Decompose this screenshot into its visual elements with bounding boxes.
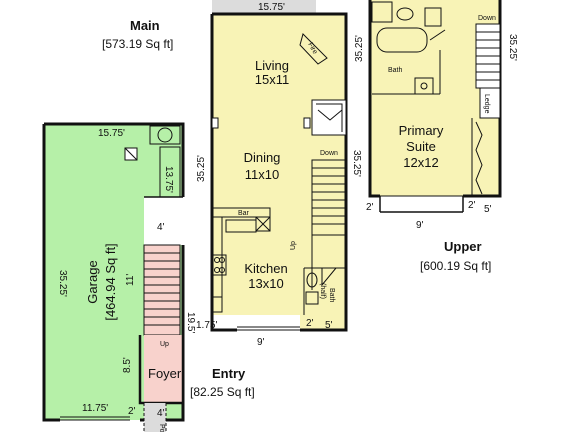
entry-area: [82.25 Sq ft]: [190, 385, 255, 399]
main-section: Down Up Bar Bath (half) Living 15x11 Di: [102, 0, 362, 348]
living-label: Living: [255, 58, 289, 73]
main-top-dim: 15.75': [258, 2, 285, 13]
upper-right-dim: 35.25': [507, 34, 518, 61]
door-icon: [124, 147, 138, 161]
upper-br1-dim: 2': [468, 200, 476, 211]
main-stairs: [311, 99, 347, 290]
upper-left-dim: 35.25': [354, 35, 365, 62]
dining-size: 11x10: [245, 167, 279, 182]
suite-label-1: Primary: [399, 123, 444, 138]
entry-title: Entry: [212, 366, 246, 381]
bath-label: Bath: [328, 288, 335, 303]
garage-bottom-gap-dim: 2': [128, 406, 136, 417]
garage-area: [464.94 Sq ft]: [103, 243, 118, 320]
upper-area: [600.19 Sq ft]: [420, 259, 491, 273]
upper-floor-fill: [370, 0, 500, 196]
upper-bath-label: Bath: [388, 67, 403, 74]
main-up-label: Up: [290, 241, 297, 250]
kitchen-fixtures: [211, 207, 271, 313]
main-area: [573.19 Sq ft]: [102, 37, 173, 51]
upper-down-label: Down: [478, 15, 496, 22]
bath-width-dim: 5': [325, 320, 333, 331]
garage-notch-dim: 13.75': [163, 166, 174, 193]
garage-stairs: [143, 244, 181, 336]
main-bl-dim: 1.75': [196, 320, 217, 331]
upper-br2-dim: 5': [484, 204, 492, 215]
dining-label: Dining: [244, 150, 281, 165]
bar-label: Bar: [238, 210, 250, 217]
kitchen-size: 13x10: [248, 276, 283, 291]
upper-bottom-dim: 9': [416, 220, 424, 231]
garage-top-dim: 15.75': [98, 128, 125, 139]
main-title: Main: [130, 18, 160, 33]
main-left-dim: 35.25': [196, 155, 207, 182]
garage-bottom-dim: 11.75': [82, 403, 108, 414]
water-heater-icon: [157, 127, 173, 143]
garage-stair-dim: 11': [125, 274, 136, 286]
garage-title: Garage: [85, 260, 100, 303]
pillar: [211, 117, 219, 129]
deck-fill: [212, 0, 316, 14]
water-heater-icon: [149, 125, 181, 145]
kitchen-label: Kitchen: [244, 261, 287, 276]
garage-left-dim: 35.25': [57, 270, 68, 297]
entry-fill: [144, 335, 183, 403]
bath-gap-dim: 2': [306, 318, 314, 329]
porch-fill: [144, 403, 166, 432]
entry-up-label: Up: [160, 341, 169, 348]
main-down-label: Down: [320, 150, 338, 157]
garage-notch-h-dim: 4': [157, 222, 165, 233]
living-size: 15x11: [255, 72, 289, 87]
upper-title: Upper: [444, 239, 482, 254]
entry-side-dim: 8.5': [122, 357, 133, 373]
suite-label-2: Suite: [406, 139, 436, 154]
fireplace-icon: [299, 33, 328, 65]
half-bath: [303, 267, 346, 315]
main-right-dim: 35.25': [351, 150, 362, 177]
pillar: [303, 117, 311, 129]
main-bottom-dim: 9': [257, 337, 265, 348]
porch-label: Po: [158, 424, 165, 432]
foyer-label: Foyer: [148, 366, 182, 381]
upper-bath: [371, 1, 446, 95]
upper-section: Bath Down Ledge Primary Suite 12x12 35.2…: [354, 0, 518, 273]
suite-size: 12x12: [403, 155, 438, 170]
entry-bottom-dim: 4': [157, 408, 165, 419]
main-notch-dim: 19.5': [185, 312, 196, 333]
upper-stairs: [475, 23, 501, 119]
upper-bl-dim: 2': [366, 202, 374, 213]
ledge-label: Ledge: [483, 94, 490, 114]
closet-doors: [475, 121, 483, 195]
bath-sub-label: (half): [319, 283, 326, 299]
entry-section: Foyer Up 8.5' 4' Po Entry [82.25 Sq ft]: [122, 335, 255, 432]
